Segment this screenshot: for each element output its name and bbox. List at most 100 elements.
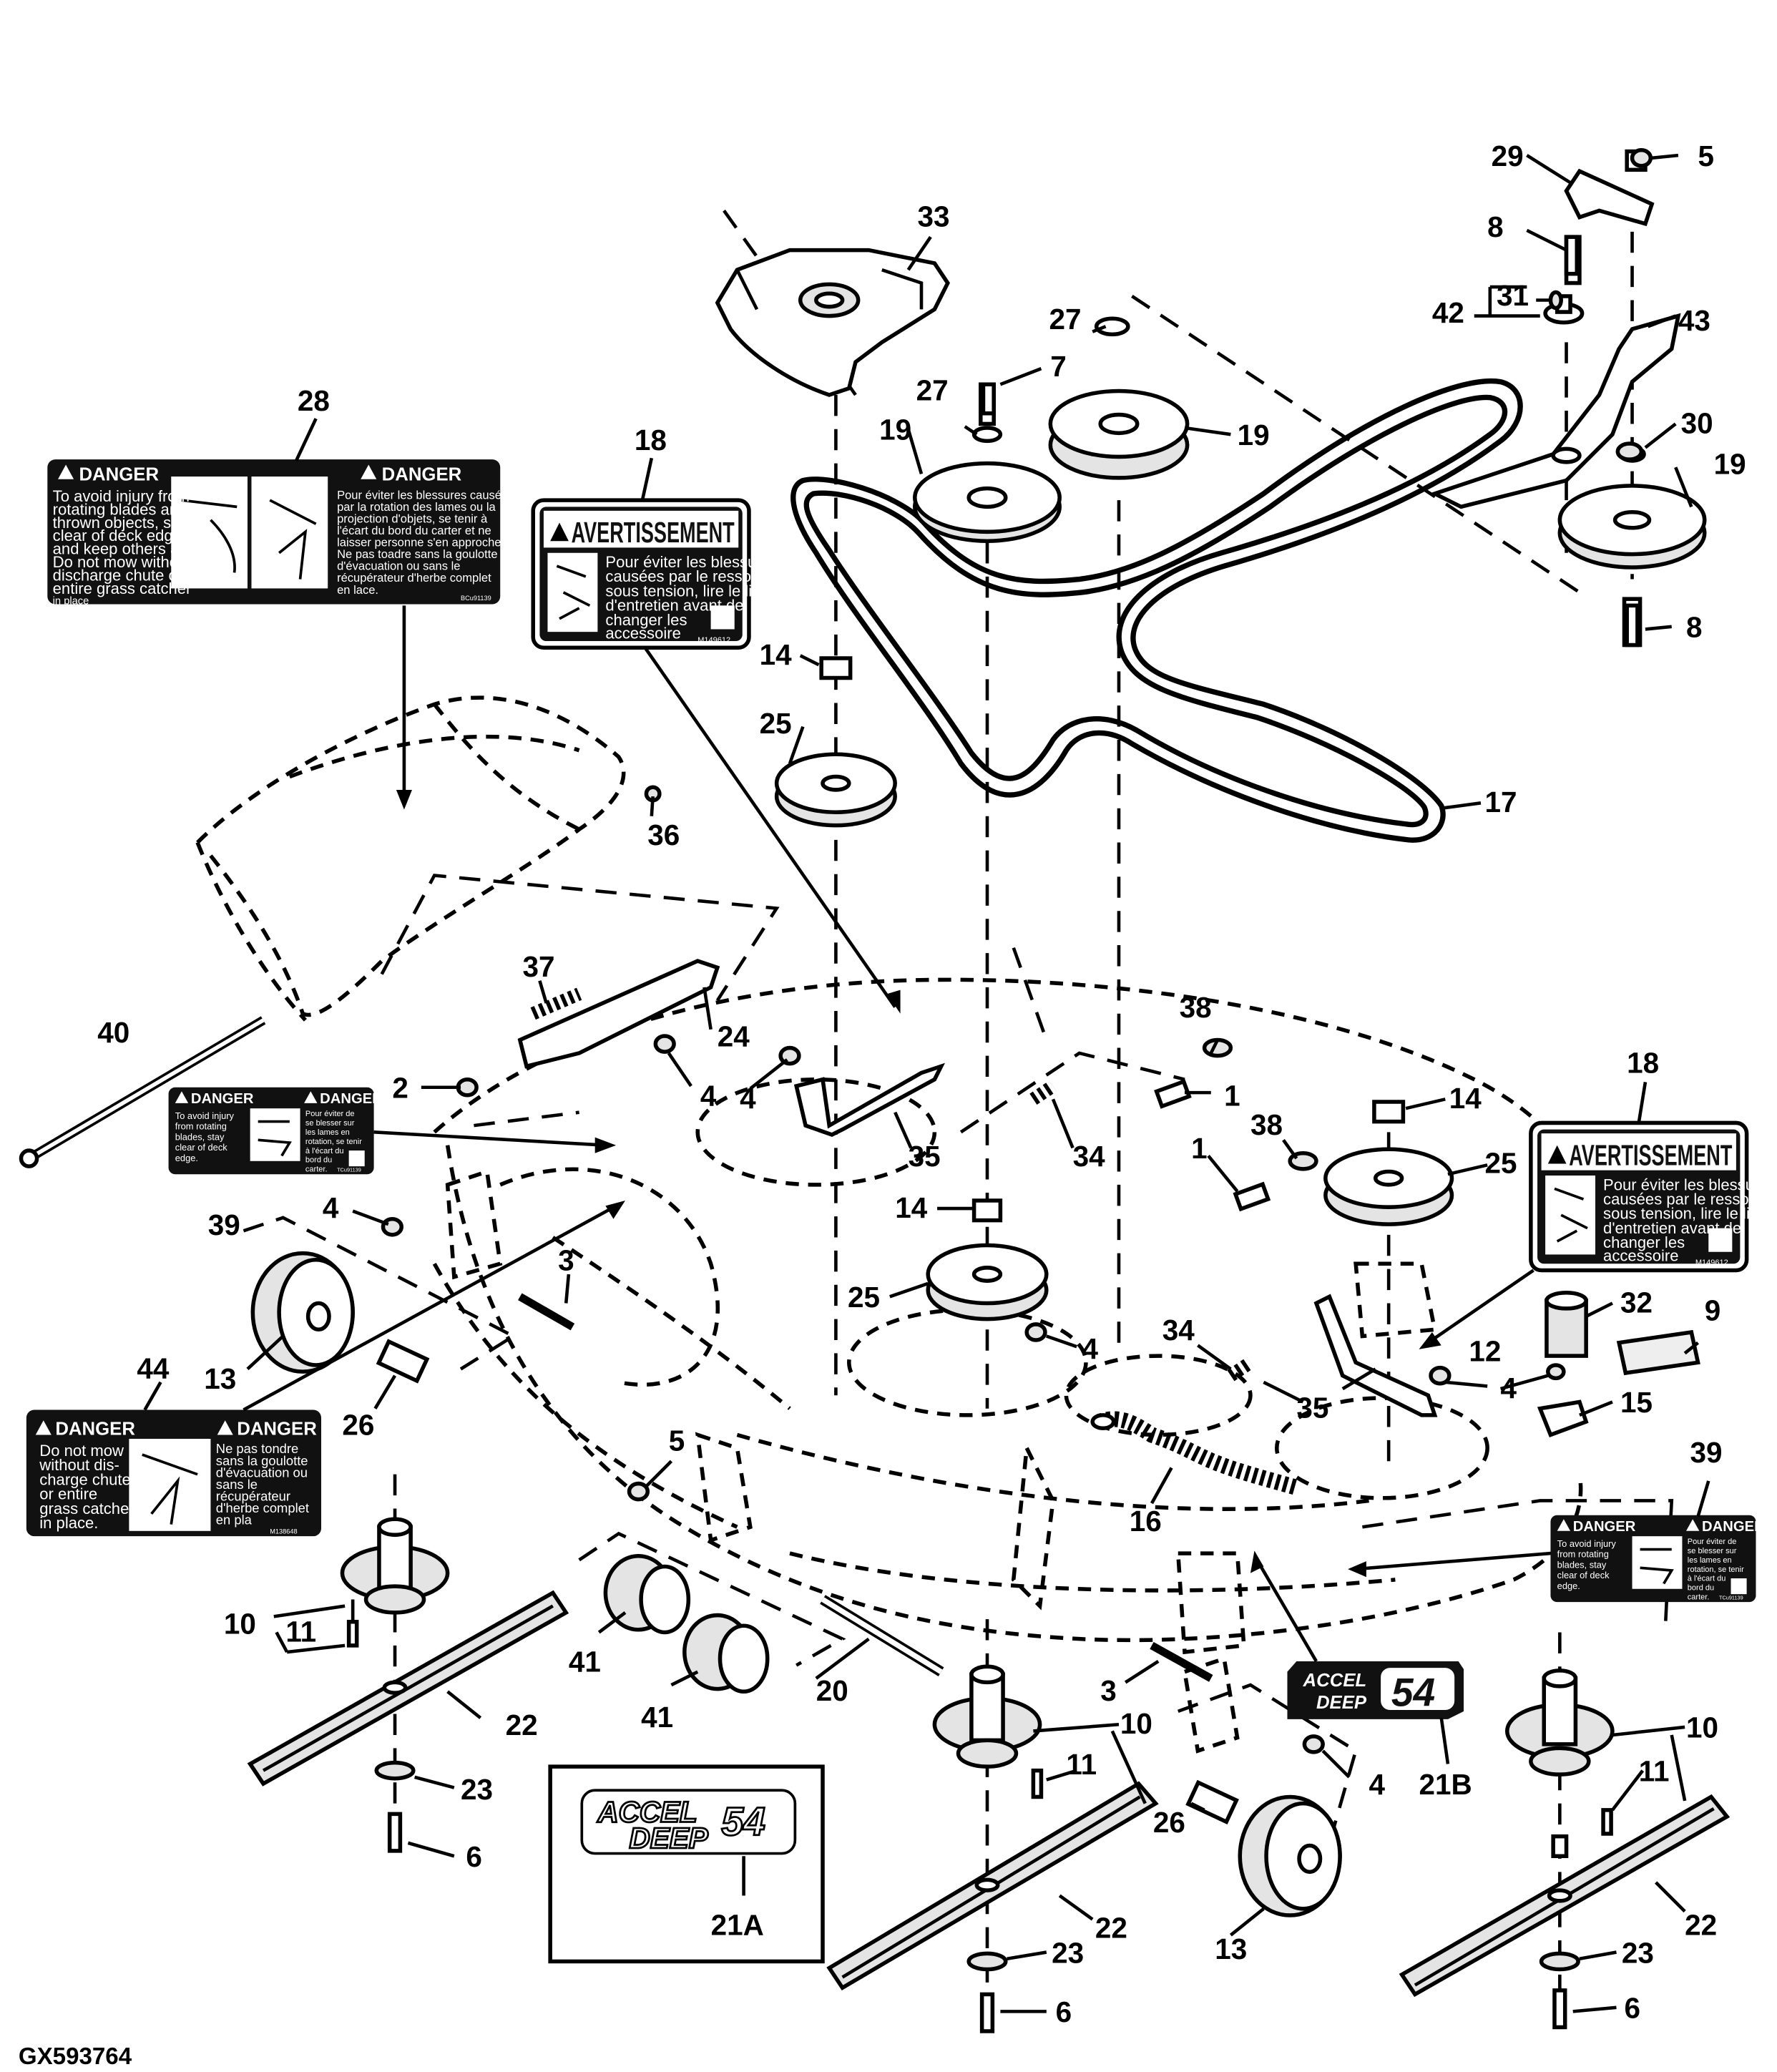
callout-3: 3 xyxy=(1100,1674,1117,1707)
svg-text:or entire: or entire xyxy=(39,1485,97,1503)
callout-12: 12 xyxy=(1469,1334,1501,1367)
thrown-object-person-icon xyxy=(129,1439,211,1531)
svg-text:accessoire: accessoire xyxy=(605,624,680,642)
mower-deck-outline xyxy=(432,977,1591,1754)
callout-21a: 21A xyxy=(711,1909,764,1942)
svg-text:clear of deck: clear of deck xyxy=(175,1142,227,1153)
svg-text:discharge chute or: discharge chute or xyxy=(53,566,183,584)
svg-text:causées par le ressort: causées par le ressort xyxy=(1603,1191,1758,1208)
drive-belt-17 xyxy=(790,378,1523,843)
warning-triangle-icon xyxy=(304,1091,318,1103)
callout-13: 13 xyxy=(1215,1932,1247,1965)
callout-14: 14 xyxy=(760,638,793,671)
callout-38: 38 xyxy=(1180,991,1212,1024)
bushing-32 xyxy=(1545,1291,1588,1358)
read-manual-icon xyxy=(1708,1228,1733,1252)
callout-29: 29 xyxy=(1492,140,1524,172)
callout-numbers: 28 18 33 29 5 8 31 42 43 30 19 8 27 7 27… xyxy=(97,140,1746,2028)
thrown-object-person-icon xyxy=(251,477,328,589)
belt-cover-33 xyxy=(715,248,950,397)
callout-28: 28 xyxy=(298,384,330,417)
callout-3: 3 xyxy=(558,1244,574,1277)
svg-text:in place: in place xyxy=(53,596,89,607)
callout-11: 11 xyxy=(1066,1748,1097,1781)
decal-18-title: AVERTISSEMENT xyxy=(572,516,735,549)
svg-text:rotating blades and: rotating blades and xyxy=(53,500,187,518)
warning-triangle-icon xyxy=(1685,1519,1700,1531)
callout-5: 5 xyxy=(669,1424,685,1457)
decal-44-code: M138648 xyxy=(270,1528,297,1535)
svg-text:les lames en: les lames en xyxy=(305,1128,350,1137)
figure-id: GX593764 xyxy=(19,2043,132,2070)
warning-triangle-icon xyxy=(175,1091,189,1103)
decal-18-avertissement-top: AVERTISSEMENT Pour éviter les blessures … xyxy=(531,498,778,650)
svg-text:blades, stay: blades, stay xyxy=(1557,1559,1607,1570)
svg-text:à l'écart du: à l'écart du xyxy=(1688,1575,1726,1583)
model-number: 54 xyxy=(721,1799,765,1844)
svg-text:grass catcher: grass catcher xyxy=(39,1500,134,1518)
warning-triangle-icon xyxy=(550,522,569,542)
spring-hand-icon xyxy=(1545,1176,1596,1255)
svg-text:les lames en: les lames en xyxy=(1688,1556,1732,1565)
svg-text:Do not mow: Do not mow xyxy=(39,1442,124,1460)
svg-text:rotation, se tenir: rotation, se tenir xyxy=(1688,1565,1744,1574)
callout-2: 2 xyxy=(392,1071,408,1104)
blade-22-right xyxy=(1399,1794,1731,1998)
svg-text:sans le: sans le xyxy=(216,1477,258,1492)
callout-4: 4 xyxy=(1501,1372,1517,1404)
spindle-10-right xyxy=(1504,1668,1615,1777)
callout-25: 25 xyxy=(1484,1146,1517,1179)
svg-text:se blesser sur: se blesser sur xyxy=(305,1119,355,1128)
svg-text:changer les: changer les xyxy=(1603,1233,1685,1251)
rod-40 xyxy=(19,1016,266,1168)
idler-pulley-19-center xyxy=(1048,316,1190,480)
bracket-24 xyxy=(517,959,720,1069)
decal-39-french-text: Pour éviter de se blesser sur les lames … xyxy=(1688,1538,1744,1601)
decal-39-english-text: To avoid injury from rotating blades, st… xyxy=(175,1110,235,1163)
discharge-chute-outline xyxy=(195,695,626,1022)
spring-34-lower xyxy=(1227,1357,1255,1382)
decal-18-title: AVERTISSEMENT xyxy=(1569,1138,1732,1171)
callout-4: 4 xyxy=(700,1080,717,1113)
warning-triangle-icon xyxy=(361,464,377,479)
svg-text:bord du: bord du xyxy=(1688,1584,1714,1593)
callout-17: 17 xyxy=(1484,786,1517,818)
read-manual-icon xyxy=(348,1150,365,1167)
svg-text:from rotating: from rotating xyxy=(1557,1549,1609,1560)
callout-14: 14 xyxy=(1449,1082,1482,1115)
warning-triangle-icon xyxy=(1547,1145,1567,1164)
svg-text:sous tension, lire le livret: sous tension, lire le livret xyxy=(605,582,778,600)
svg-text:Pour éviter les blessures: Pour éviter les blessures xyxy=(1603,1176,1776,1193)
svg-text:projection d'objets, se tenir: projection d'objets, se tenir à xyxy=(337,512,488,525)
svg-text:edge.: edge. xyxy=(1557,1580,1580,1591)
deep-text: DEEP xyxy=(630,1822,709,1854)
callout-33: 33 xyxy=(917,200,949,233)
callout-22: 22 xyxy=(1685,1909,1717,1942)
svg-text:Pour éviter les blessures caus: Pour éviter les blessures causées xyxy=(337,488,514,502)
read-manual-icon xyxy=(1731,1578,1747,1595)
decal-28-english-text: To avoid injury from rotating blades and… xyxy=(53,487,210,607)
decal-18-code: M149612 xyxy=(1695,1259,1728,1267)
gauge-wheel-13-right xyxy=(1238,1794,1342,1917)
svg-text:clear of deck edge: clear of deck edge xyxy=(53,527,182,544)
leader-lines xyxy=(143,153,1710,2013)
svg-text:blades, stay: blades, stay xyxy=(175,1131,225,1142)
svg-text:and keep others away.: and keep others away. xyxy=(53,540,210,558)
decal-44-french-text: Ne pas tondre sans la goulotte d'évacuat… xyxy=(216,1441,309,1527)
decal-39-danger-left: DANGER DANGER To avoid injury from rotat… xyxy=(168,1087,383,1175)
callout-43: 43 xyxy=(1678,304,1710,337)
callout-23: 23 xyxy=(461,1773,493,1806)
decal-28-code: BCu91139 xyxy=(461,595,491,602)
blade-22-center xyxy=(826,1781,1159,1990)
callout-41: 41 xyxy=(641,1701,673,1734)
callout-44: 44 xyxy=(137,1352,170,1384)
svg-text:d'évacuation ou: d'évacuation ou xyxy=(216,1465,308,1480)
callout-1: 1 xyxy=(1224,1080,1240,1113)
callout-32: 32 xyxy=(1620,1286,1653,1319)
callout-34: 34 xyxy=(1162,1314,1195,1347)
svg-text:DANGER: DANGER xyxy=(55,1419,135,1439)
decal-44-english-text: Do not mow without dis- charge chute or … xyxy=(39,1442,134,1532)
callout-35: 35 xyxy=(909,1140,941,1173)
decal-39-english-text: To avoid injury from rotating blades, st… xyxy=(1557,1538,1617,1591)
callout-19: 19 xyxy=(879,414,911,446)
